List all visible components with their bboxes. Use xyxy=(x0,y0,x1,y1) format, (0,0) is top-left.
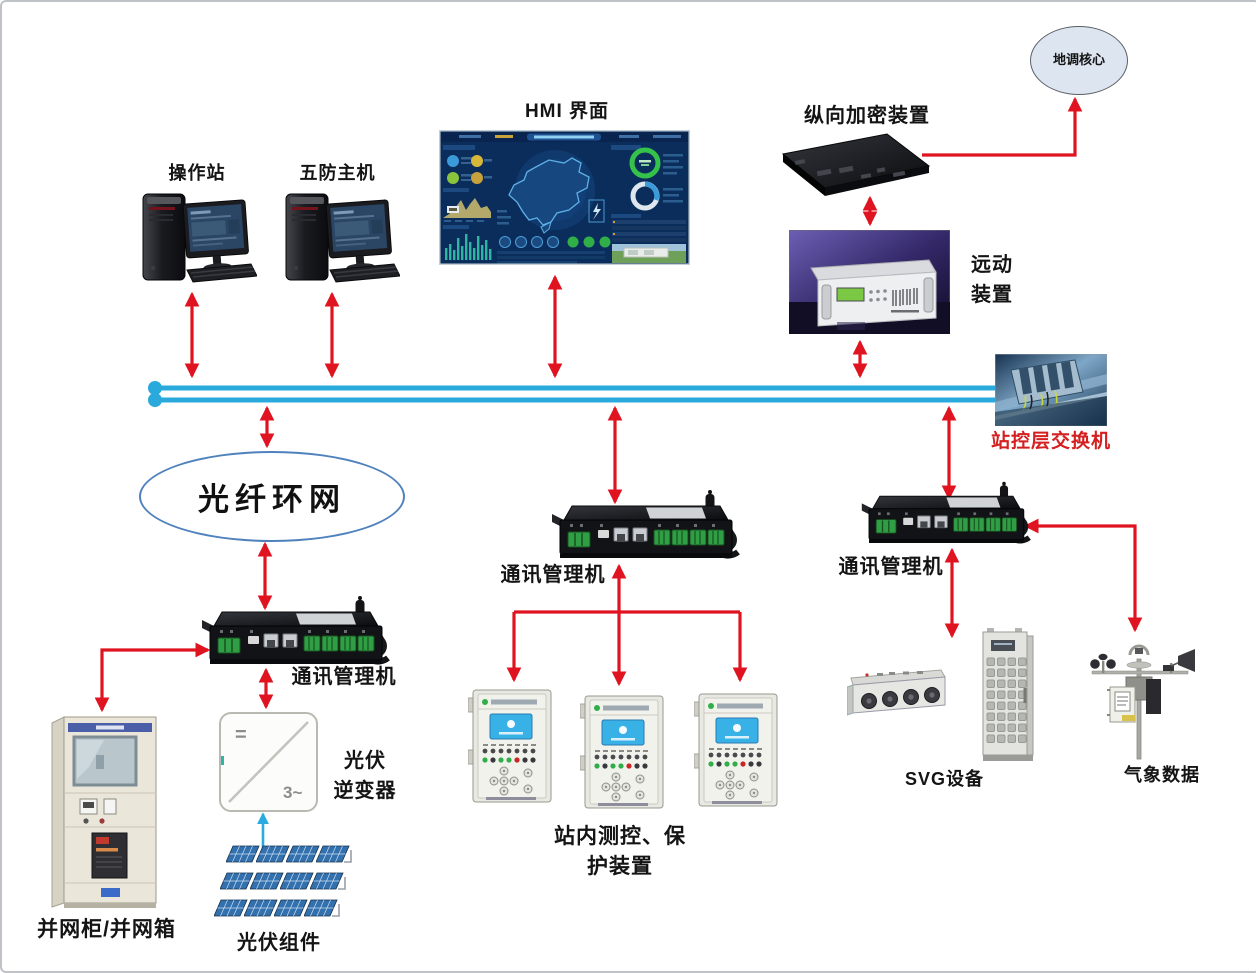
svg-equipment-label: SVG设备 xyxy=(904,769,984,789)
encryption-device-image xyxy=(781,133,931,196)
protection-device-2-image xyxy=(580,694,666,812)
remote-label: 远动 装置 xyxy=(971,254,1013,306)
comm-left-label: 通讯管理机 xyxy=(291,666,397,688)
comm-mid-label: 通讯管理机 xyxy=(500,564,606,586)
switch-label: 站控层交换机 xyxy=(990,431,1111,452)
remote-device-image xyxy=(789,230,950,334)
protection-label: 站内测控、保 护装置 xyxy=(554,825,686,878)
protection-device-1-image xyxy=(468,688,554,806)
encryption-label: 纵向加密装置 xyxy=(804,105,930,127)
grid-cabinet-label: 并网柜/并网箱 xyxy=(37,918,176,941)
switch-image xyxy=(995,354,1107,426)
five-prevention-computer-image xyxy=(280,190,400,290)
conn-cabinet-commleft xyxy=(94,642,211,713)
comm-manager-left-image xyxy=(200,594,400,679)
pv-modules-image xyxy=(214,845,352,917)
op-station-computer-image xyxy=(137,190,257,290)
inverter-ac-mark: 3~ xyxy=(283,783,302,802)
inverter-dc-mark: = xyxy=(235,724,247,746)
cloud-label: 地调核心 xyxy=(1052,52,1105,68)
svg-cabinet-image xyxy=(982,628,1034,761)
pv-inverter-image: = 3~ xyxy=(219,712,318,812)
pv-modules-label: 光伏组件 xyxy=(237,932,321,954)
station-bus xyxy=(154,385,998,403)
protection-device-3-image xyxy=(694,692,780,810)
fiber-ring-label: 光纤环网 xyxy=(198,482,346,517)
weather-label: 气象数据 xyxy=(1124,765,1200,785)
bus-end-dots xyxy=(148,381,162,407)
comm-right-label: 通讯管理机 xyxy=(838,556,944,578)
pv-inverter-label: 光伏 逆变器 xyxy=(333,750,397,802)
hmi-label: HMI 界面 xyxy=(524,101,610,122)
op-station-label: 操作站 xyxy=(168,163,226,183)
conn-commright-weather xyxy=(1023,518,1143,633)
dispatch-core-cloud: 地调核心 xyxy=(1030,26,1128,95)
comm-manager-mid-image xyxy=(550,488,750,573)
weather-station-image xyxy=(1090,644,1195,760)
grid-cabinet-image xyxy=(51,716,157,908)
comm-manager-right-image xyxy=(860,480,1040,557)
five-prevention-label: 五防主机 xyxy=(299,163,376,183)
hmi-screen-image xyxy=(439,130,690,265)
svg-module-image xyxy=(847,669,946,716)
fiber-ring-node: 光纤环网 xyxy=(139,451,405,542)
